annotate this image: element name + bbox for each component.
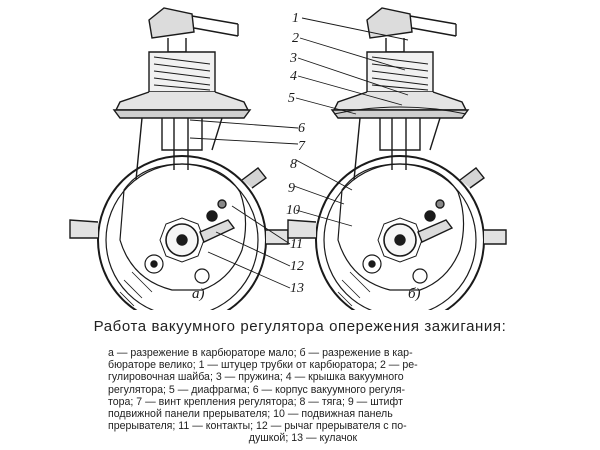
callout-9: 9 — [288, 181, 295, 196]
callout-6: 6 — [298, 121, 305, 136]
callout-11: 11 — [290, 237, 303, 252]
callout-1: 1 — [292, 11, 299, 26]
callout-5: 5 — [288, 91, 295, 106]
legend-line: тора; 7 — винт крепления регулятора; 8 —… — [108, 395, 403, 408]
view-label-b: б) — [408, 286, 421, 302]
distributor-view-b — [287, 7, 507, 310]
distributor-diagram: 1 2 3 4 5 6 7 8 9 10 11 12 13 а) б) — [69, 7, 507, 310]
callout-7: 7 — [298, 139, 306, 154]
callout-4: 4 — [290, 69, 297, 84]
callout-13: 13 — [290, 281, 304, 296]
figure-title: Работа вакуумного регулятора опережения … — [93, 318, 507, 335]
legend-line: гулировочная шайба; 3 — пружина; 4 — кры… — [108, 371, 404, 384]
legend-line: бюраторе велико; 1 — штуцер трубки от ка… — [108, 359, 418, 372]
callout-3: 3 — [289, 51, 297, 66]
legend-line: подвижной панели прерывателя; 10 — подви… — [108, 408, 393, 421]
legend-line: прерывателя; 11 — контакты; 12 — рычаг п… — [108, 420, 407, 433]
callout-8: 8 — [290, 157, 297, 172]
legend-line: душкой; 13 — кулачок — [248, 432, 358, 445]
view-label-a: а) — [192, 286, 205, 302]
distributor-view-a — [69, 7, 289, 310]
legend-line: а — разрежение в карбюраторе мало; б — р… — [108, 347, 413, 359]
callout-12: 12 — [290, 259, 304, 274]
callout-numbers: 1 2 3 4 5 6 7 8 9 10 11 12 13 — [286, 11, 306, 296]
leader-lines — [189, 17, 409, 289]
legend-line: регулятора; 5 — диафрагма; 6 — корпус ва… — [108, 383, 406, 396]
figure-legend: а — разрежение в карбюраторе мало; б — р… — [108, 347, 498, 445]
callout-2: 2 — [292, 31, 299, 46]
callout-10: 10 — [286, 203, 300, 218]
